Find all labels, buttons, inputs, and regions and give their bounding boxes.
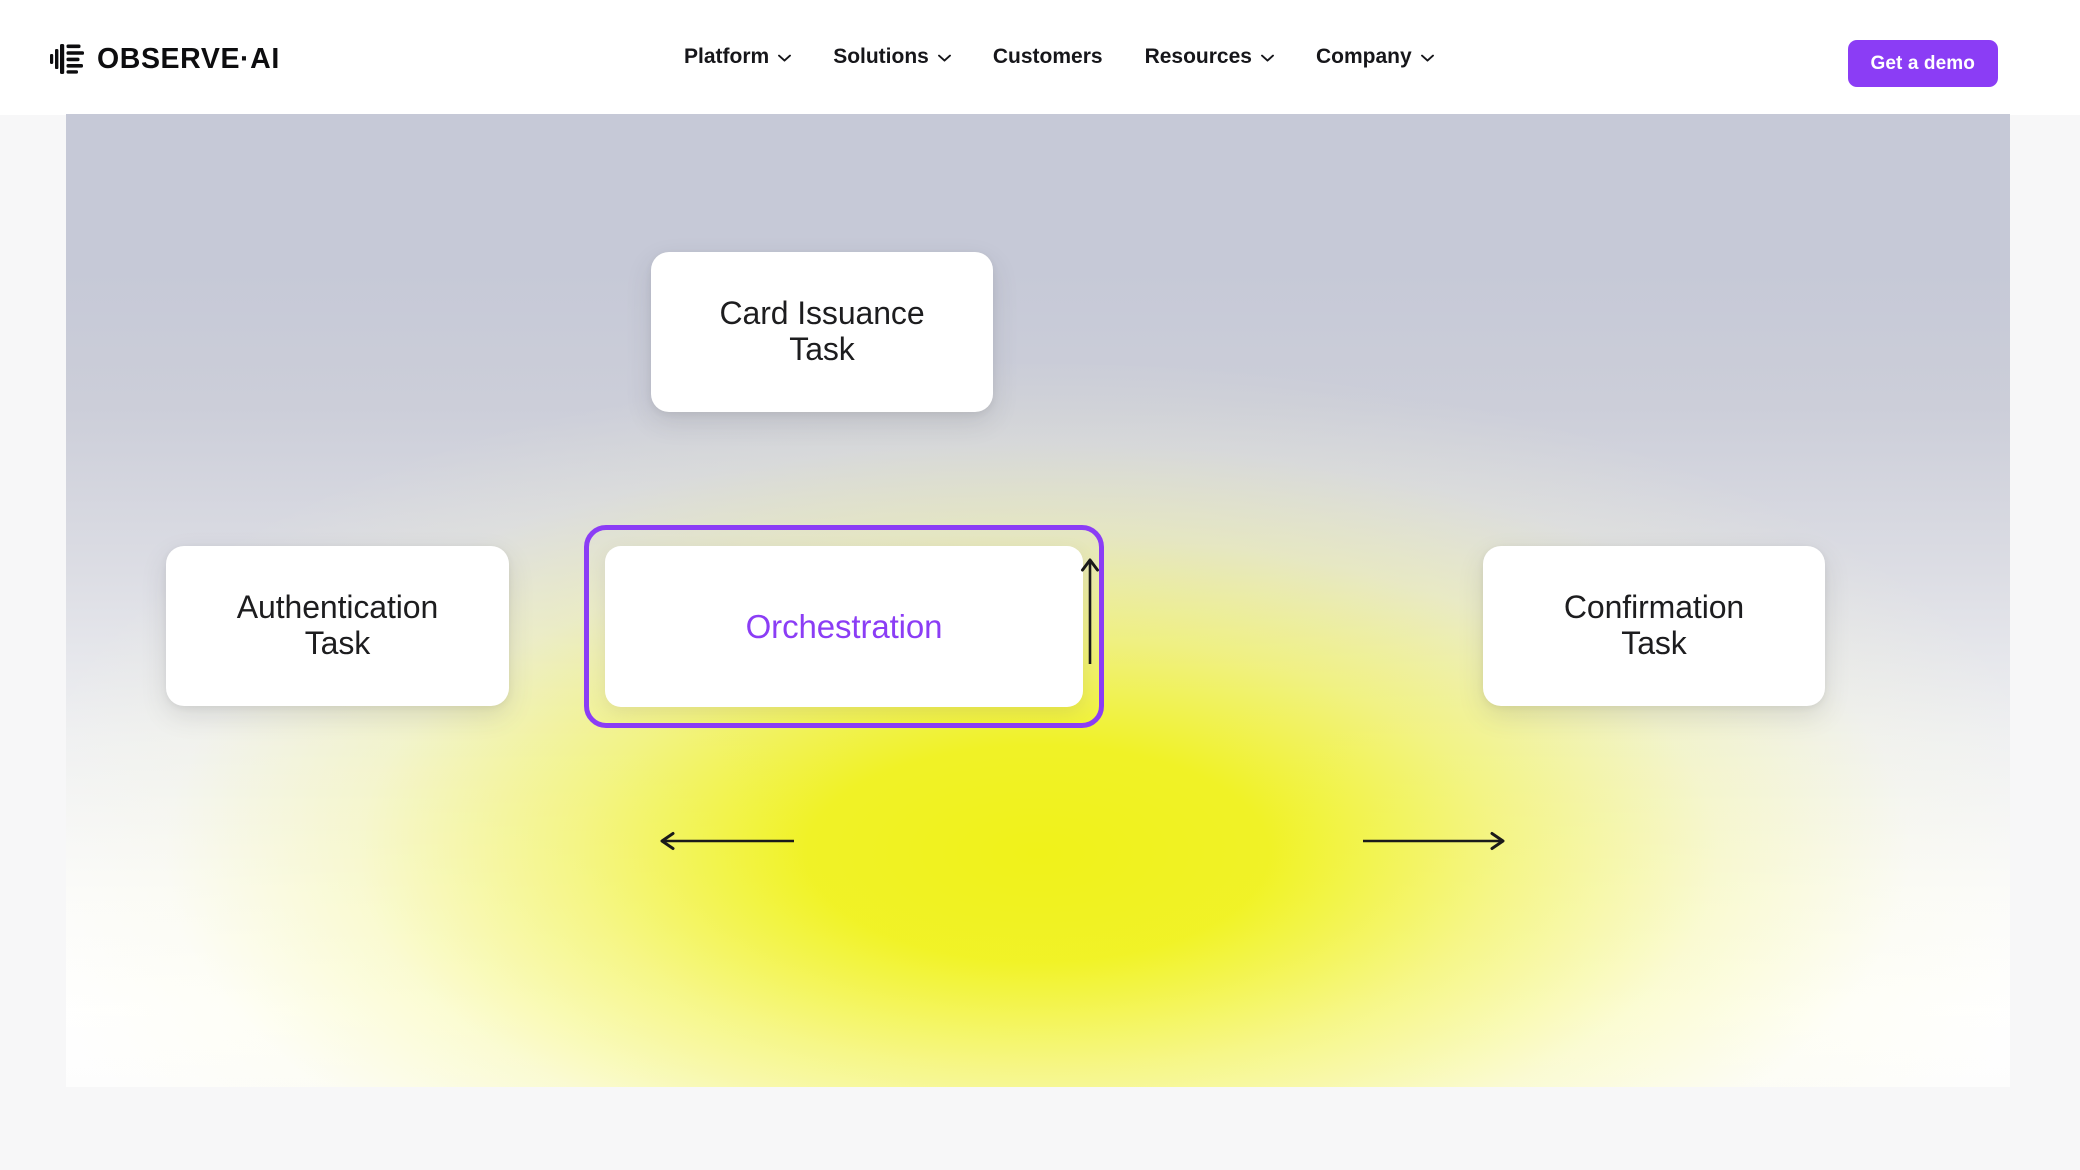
task-card-authentication[interactable]: Authentication Task	[166, 546, 509, 706]
task-card-confirmation[interactable]: Confirmation Task	[1483, 546, 1825, 706]
chevron-down-icon	[937, 51, 951, 62]
task-card-label-line2: Task	[789, 331, 855, 367]
nav-item-customers[interactable]: Customers	[972, 46, 1124, 67]
task-card-label-line1: Authentication	[236, 589, 439, 626]
orchestration-diagram-canvas: Card Issuance Task Authentication Task C…	[66, 114, 2010, 1087]
nav-item-solutions[interactable]: Solutions	[812, 46, 972, 67]
orchestration-node-inner: Orchestration	[605, 546, 1083, 707]
chevron-down-icon	[1261, 51, 1274, 62]
nav-item-platform[interactable]: Platform	[663, 46, 812, 67]
task-card-card-issuance[interactable]: Card Issuance Task	[651, 252, 993, 412]
nav-item-label: Resources	[1144, 45, 1252, 68]
task-card-label: Authentication Task	[236, 589, 439, 662]
nav-item-company[interactable]: Company	[1295, 46, 1455, 67]
nav-item-label: Customers	[992, 45, 1103, 68]
task-card-label-line2: Task	[304, 625, 371, 661]
task-card-label: Card Issuance Task	[719, 295, 925, 368]
nav-item-resources[interactable]: Resources	[1124, 46, 1295, 67]
arrow-up-icon	[1081, 558, 1099, 664]
task-card-label-line1: Confirmation	[1563, 589, 1745, 626]
arrow-right-icon	[1363, 832, 1505, 850]
get-a-demo-button[interactable]: Get a demo	[1847, 40, 1998, 87]
nav-item-label: Company	[1315, 45, 1412, 68]
chevron-down-icon	[778, 51, 792, 62]
orchestration-label: Orchestration	[745, 608, 943, 645]
orchestration-node[interactable]: Orchestration	[584, 525, 1104, 728]
task-card-label-line2: Task	[1621, 625, 1687, 661]
site-header: OBSERVE·AI Platform Solutions Customers …	[0, 0, 2080, 115]
nav-item-label: Solutions	[833, 45, 929, 68]
task-card-label-line1: Card Issuance	[719, 295, 925, 332]
audio-waveform-icon	[50, 44, 84, 74]
task-card-label: Confirmation Task	[1563, 589, 1745, 662]
main-navigation: Platform Solutions Customers Resources C…	[663, 46, 1455, 67]
brand-wordmark: OBSERVE·AI	[97, 42, 280, 75]
chevron-down-icon	[1420, 51, 1434, 62]
nav-item-label: Platform	[684, 45, 770, 68]
brand-logo[interactable]: OBSERVE·AI	[50, 44, 280, 74]
arrow-left-icon	[660, 832, 794, 850]
